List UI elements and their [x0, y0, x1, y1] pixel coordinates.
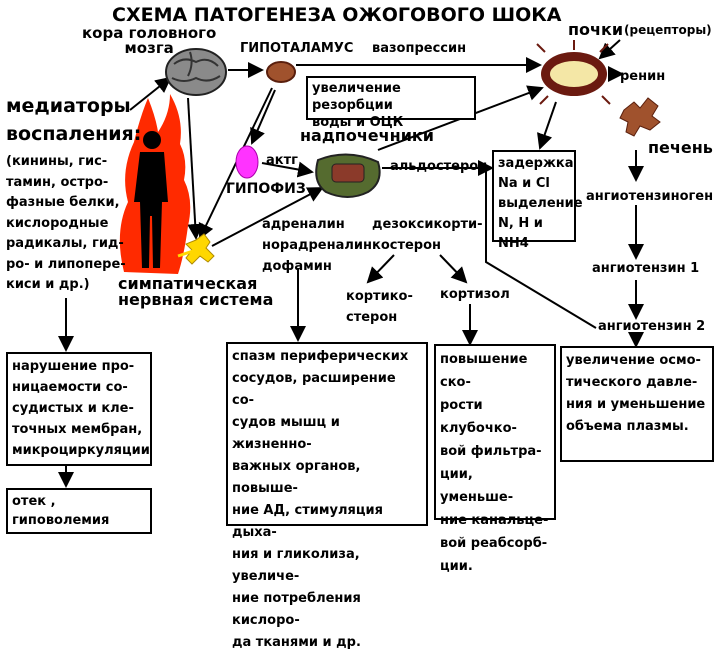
arrow-doca-cortisol: [439, 254, 468, 284]
label-receptors: (рецепторы): [624, 23, 712, 37]
label-corticosterone: кортико- стерон: [346, 289, 413, 325]
arrow-kidneys-adrenals: [537, 101, 557, 150]
label-liver: печень: [648, 138, 713, 157]
label-pituitary: ГИПОФИЗ: [226, 181, 306, 197]
label-angiotensinogen: ангиотензиноген: [586, 189, 714, 204]
pituitary-icon: [235, 145, 259, 179]
liver-icon: [619, 97, 661, 137]
box-water-resorption: увеличение резорбции воды и ОЦК: [306, 76, 476, 130]
label-catecholamines: адреналин норадреналин дофамин: [262, 217, 372, 274]
label-angiotensin2: ангиотензин 2: [598, 319, 706, 334]
label-sympathetic: симпатическая нервная система: [118, 274, 274, 309]
label-mediators-title: медиаторы воспаления:: [6, 95, 142, 145]
arrow-cortex-sympathetic: [187, 97, 204, 240]
label-hypothalamus: ГИПОТАЛАМУС: [240, 41, 354, 56]
hypothalamus-icon: [266, 61, 296, 83]
label-vasopressin: вазопрессин: [372, 41, 467, 56]
label-kidneys: почки: [568, 20, 624, 39]
label-acth: актг: [266, 153, 298, 168]
box-edema: отек , гиповолемия: [6, 488, 152, 534]
arrow-hypothalamus-pituitary: [250, 89, 276, 145]
burned-person-icon: [119, 94, 191, 274]
box-retention: задержка Na и Cl выделение N, H и NH4: [492, 150, 583, 251]
sympathetic-nerve-icon: [177, 233, 215, 265]
label-adrenals: надпочечники: [300, 126, 434, 145]
box-membrane: нарушение про- ницаемости со- судистых и…: [6, 352, 152, 466]
label-aldosterone: альдостерон: [390, 159, 488, 174]
kidney-icon: [536, 40, 611, 105]
box-spasm: спазм периферических сосудов, расширение…: [226, 342, 428, 650]
label-angiotensin1: ангиотензин 1: [592, 261, 700, 276]
page-title: СХЕМА ПАТОГЕНЕЗА ОЖОГОВОГО ШОКА: [112, 4, 562, 26]
arrow-doca-corticosterone: [366, 254, 395, 284]
label-renin: ренин: [620, 69, 666, 84]
label-cortisol: кортизол: [440, 287, 510, 302]
label-cortex: кора головного мозга: [82, 24, 217, 57]
arrow-mediators-cortex: [129, 76, 172, 111]
label-mediators-list: (кинины, гис- тамин, остро- фазные белки…: [6, 154, 126, 292]
box-osmotic: увеличение осмо- тического давле- ния и …: [560, 346, 714, 462]
label-deoxycorticosterone: дезоксикорти- костерон: [372, 217, 483, 253]
brain-icon: [165, 48, 227, 96]
box-filtration: повышение ско- рости клубочко- вой фильт…: [434, 344, 556, 574]
icon-layer: [119, 40, 661, 274]
arrow-receptors-kidneys: [598, 39, 621, 60]
adrenal-icon: [315, 153, 381, 198]
arrow-acth-adrenals: [261, 161, 314, 178]
arrow-sympathetic-adrenals: [211, 187, 324, 247]
arrow-angiotensin2-adrenals: [485, 168, 597, 329]
